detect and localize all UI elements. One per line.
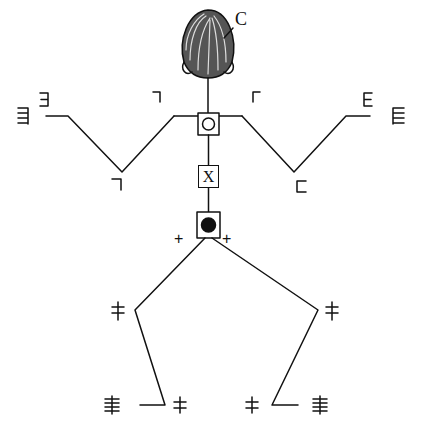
plus-sign: + [174, 231, 183, 247]
plus-sign: + [222, 231, 231, 247]
process-box: X [198, 165, 219, 188]
box-letter: X [203, 169, 215, 185]
callout-letter: C [235, 10, 247, 28]
